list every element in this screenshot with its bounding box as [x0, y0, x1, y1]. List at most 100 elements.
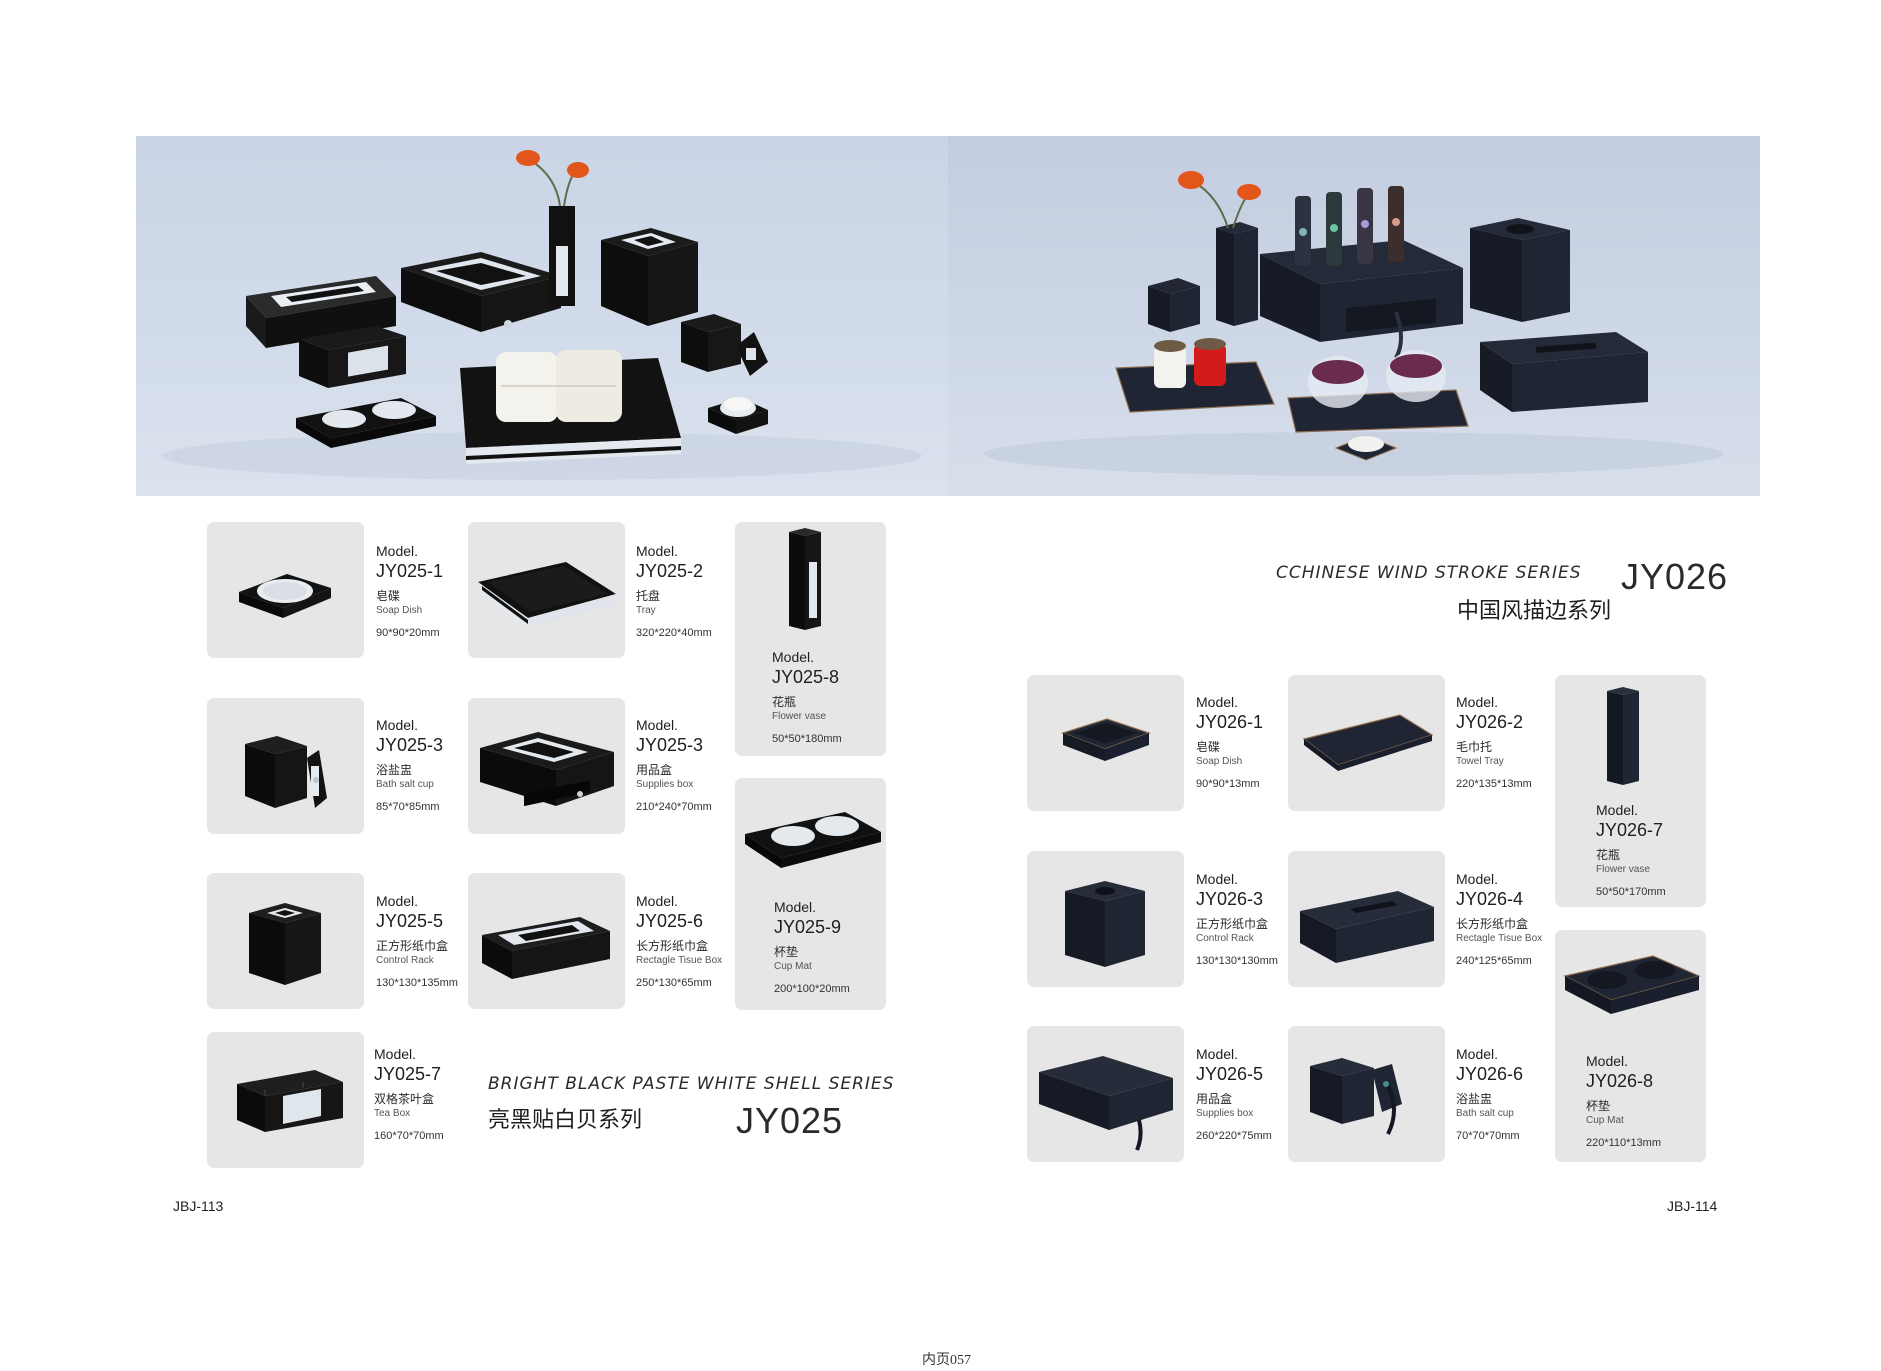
product-name-en: Flower vase: [772, 711, 826, 722]
product-name-en: Bath salt cup: [1456, 1108, 1514, 1119]
product-image-jy025-5: [207, 873, 364, 1009]
product-name-cn: 用品盒: [636, 763, 673, 777]
product-name-cn: 皂碟: [1196, 740, 1221, 754]
model-label: Model.: [374, 1046, 417, 1062]
product-name-en: Soap Dish: [376, 605, 423, 616]
product-name-cn: 杯垫: [1586, 1099, 1611, 1113]
product-name-cn: 正方形纸巾盒: [376, 939, 449, 953]
product-image-jy025-6: [468, 873, 625, 1009]
product-info-jy025-8: Model. JY025-8 花瓶 Flower vase 50*50*180m…: [772, 650, 842, 745]
series-title-en-jy026: CCHINESE WIND STROKE SERIES: [1276, 563, 1582, 583]
series-code-jy026: JY026: [1621, 556, 1729, 597]
product-image-jy026-2: [1288, 675, 1445, 811]
product-info-jy025-5: Model. JY025-5 正方形纸巾盒 Control Rack 130*1…: [376, 894, 458, 989]
product-info-jy026-8: Model. JY026-8 杯垫 Cup Mat 220*110*13mm: [1586, 1054, 1661, 1149]
model-label: Model.: [1456, 871, 1499, 887]
model-label: Model.: [774, 899, 817, 915]
model-code: JY026-8: [1586, 1071, 1654, 1091]
product-name-cn: 毛巾托: [1456, 740, 1493, 754]
product-name-en: Tray: [636, 605, 656, 616]
product-info-jy025-6: Model. JY025-6 长方形纸巾盒 Rectagle Tisue Box…: [636, 894, 722, 989]
product-image-jy026-5: [1027, 1026, 1184, 1162]
product-size: 50*50*180mm: [772, 733, 842, 745]
product-name-en: Cup Mat: [774, 961, 812, 972]
product-info-jy026-6: Model. JY026-6 浴盐盅 Bath salt cup 70*70*7…: [1456, 1047, 1523, 1142]
series-code-jy025: JY025: [736, 1100, 844, 1141]
product-name-en: Soap Dish: [1196, 756, 1243, 767]
series-title-cn-jy026: 中国风描边系列: [1457, 598, 1612, 623]
model-code: JY026-3: [1196, 889, 1264, 909]
model-code: JY025-7: [374, 1064, 442, 1084]
model-code: JY025-3: [376, 735, 444, 755]
product-size: 160*70*70mm: [374, 1130, 444, 1142]
product-image-jy026-3: [1027, 851, 1184, 987]
product-image-jy025-3-supplies-box: [468, 698, 625, 834]
product-image-jy025-3-bath-salt-cup: [207, 698, 364, 834]
product-info-jy026-3: Model. JY026-3 正方形纸巾盒 Control Rack 130*1…: [1196, 872, 1278, 967]
product-image-jy026-1: [1027, 675, 1184, 811]
product-size: 320*220*40mm: [636, 627, 712, 639]
product-image-jy025-9: [735, 778, 886, 1010]
product-name-cn: 用品盒: [1196, 1092, 1233, 1106]
product-name-en: Bath salt cup: [376, 779, 434, 790]
product-name-cn: 长方形纸巾盒: [1456, 917, 1529, 931]
product-size: 250*130*65mm: [636, 977, 712, 989]
page-number-left: JBJ-113: [173, 1198, 224, 1214]
model-code: JY026-4: [1456, 889, 1524, 909]
model-code: JY026-5: [1196, 1064, 1264, 1084]
product-info-jy026-2: Model. JY026-2 毛巾托 Towel Tray 220*135*13…: [1456, 695, 1532, 790]
product-name-cn: 托盘: [636, 589, 661, 603]
model-code: JY026-1: [1196, 712, 1264, 732]
product-size: 240*125*65mm: [1456, 955, 1532, 967]
series-title-en-jy025: BRIGHT BLACK PASTE WHITE SHELL SERIES: [488, 1074, 895, 1094]
model-label: Model.: [1596, 802, 1639, 818]
model-label: Model.: [636, 717, 679, 733]
product-image-jy025-8: [735, 522, 886, 756]
product-size: 130*130*130mm: [1196, 955, 1278, 967]
product-image-jy025-7: [207, 1032, 364, 1168]
model-code: JY026-2: [1456, 712, 1524, 732]
product-name-en: Rectagle Tisue Box: [1456, 933, 1543, 944]
product-info-jy025-3-supplies-box: Model. JY025-3 用品盒 Supplies box 210*240*…: [636, 718, 712, 813]
product-size: 85*70*85mm: [376, 801, 440, 813]
product-size: 200*100*20mm: [774, 983, 850, 995]
model-label: Model.: [376, 543, 419, 559]
product-name-en: Supplies box: [1196, 1108, 1254, 1119]
product-info-jy025-9: Model. JY025-9 杯垫 Cup Mat 200*100*20mm: [774, 900, 850, 995]
product-image-jy026-6: [1288, 1026, 1445, 1162]
model-label: Model.: [376, 717, 419, 733]
product-info-jy025-1: Model. JY025-1 皂碟 Soap Dish 90*90*20mm: [376, 544, 443, 639]
series-title-cn-jy025: 亮黑贴白贝系列: [488, 1107, 643, 1132]
banner-jy026-hero-photo: [948, 136, 1760, 496]
model-code: JY025-9: [774, 917, 842, 937]
product-size: 90*90*13mm: [1196, 778, 1260, 790]
product-image-jy025-2: [468, 522, 625, 658]
model-code: JY025-5: [376, 911, 444, 931]
product-image-jy026-8: [1555, 930, 1706, 1162]
product-size: 220*135*13mm: [1456, 778, 1532, 790]
product-name-en: Rectagle Tisue Box: [636, 955, 723, 966]
model-label: Model.: [1586, 1053, 1629, 1069]
model-label: Model.: [1196, 1046, 1239, 1062]
product-name-cn: 杯垫: [774, 945, 799, 959]
product-size: 50*50*170mm: [1596, 886, 1666, 898]
model-code: JY025-2: [636, 561, 704, 581]
product-name-en: Control Rack: [1196, 933, 1254, 944]
product-image-jy026-4: [1288, 851, 1445, 987]
product-info-jy026-4: Model. JY026-4 长方形纸巾盒 Rectagle Tisue Box…: [1456, 872, 1542, 967]
product-image-jy026-7: [1555, 675, 1706, 907]
product-name-cn: 正方形纸巾盒: [1196, 917, 1269, 931]
model-label: Model.: [1456, 694, 1499, 710]
product-info-jy025-3-bath-salt-cup: Model. JY025-3 浴盐盅 Bath salt cup 85*70*8…: [376, 718, 443, 813]
model-label: Model.: [1196, 694, 1239, 710]
product-image-jy025-1: [207, 522, 364, 658]
model-label: Model.: [636, 893, 679, 909]
product-name-en: Supplies box: [636, 779, 694, 790]
product-name-cn: 浴盐盅: [376, 763, 413, 777]
product-info-jy025-7: Model. JY025-7 双格茶叶盒 Tea Box 160*70*70mm: [374, 1047, 444, 1142]
product-size: 210*240*70mm: [636, 801, 712, 813]
model-code: JY026-7: [1596, 820, 1664, 840]
product-name-en: Tea Box: [374, 1108, 411, 1119]
model-label: Model.: [772, 649, 815, 665]
product-info-jy026-7: Model. JY026-7 花瓶 Flower vase 50*50*170m…: [1596, 803, 1666, 898]
